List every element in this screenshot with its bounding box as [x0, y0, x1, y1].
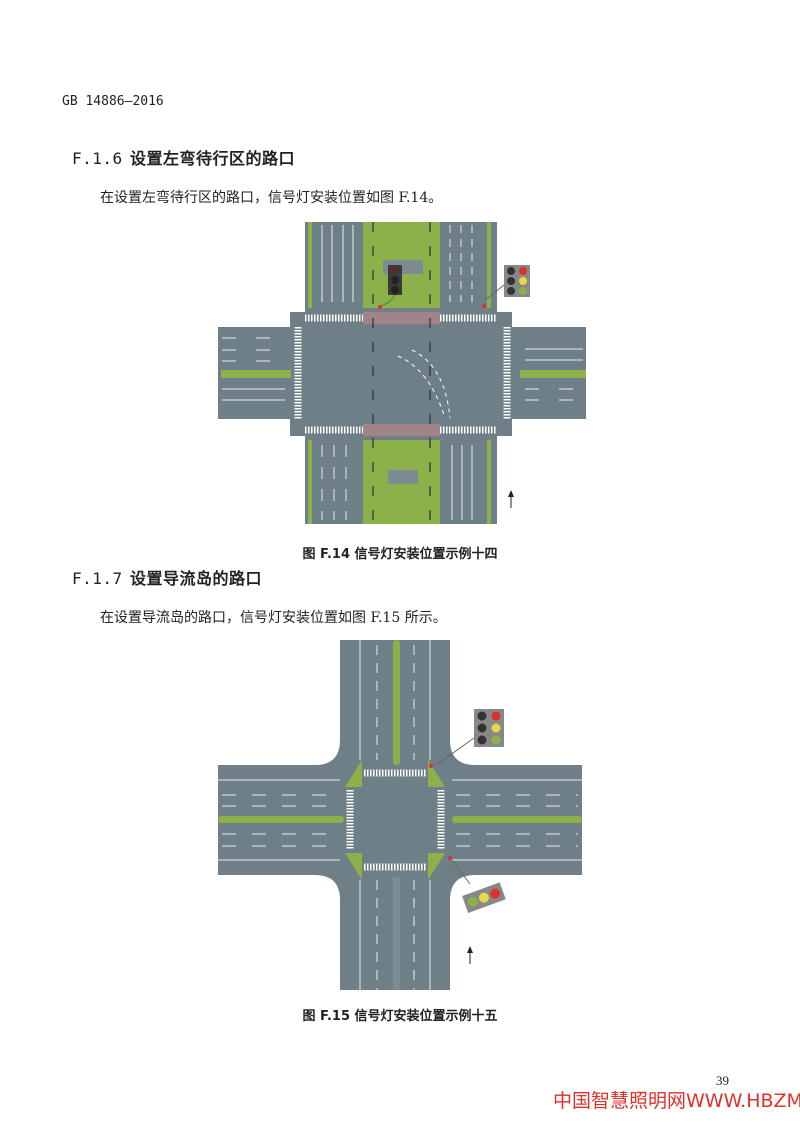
figure-f15-intersection-diagram — [218, 640, 582, 990]
section-title: 设置导流岛的路口 — [130, 569, 263, 588]
figure-caption-f15: 图 F.15 信号灯安装位置示例十五 — [302, 1009, 498, 1024]
watermark: 中国智慧照明网WWW.HBZM.CN — [553, 1090, 800, 1112]
section-title: 设置左弯待行区的路口 — [130, 149, 296, 168]
section-heading-f17: F.1.7 设置导流岛的路口 — [72, 565, 262, 589]
standard-number: GB 14886—2016 — [62, 94, 164, 109]
figure-f14-intersection-diagram — [218, 222, 586, 524]
figure-caption-f14: 图 F.14 信号灯安装位置示例十四 — [302, 547, 498, 562]
section-number: F.1.6 — [72, 149, 123, 168]
section-text-f16: 在设置左弯待行区的路口，信号灯安装位置如图 F.14。 — [100, 190, 443, 206]
page-number: 39 — [716, 1073, 729, 1088]
section-text-f17: 在设置导流岛的路口，信号灯安装位置如图 F.15 所示。 — [100, 610, 447, 626]
section-heading-f16: F.1.6 设置左弯待行区的路口 — [72, 145, 295, 169]
section-number: F.1.7 — [72, 569, 123, 588]
